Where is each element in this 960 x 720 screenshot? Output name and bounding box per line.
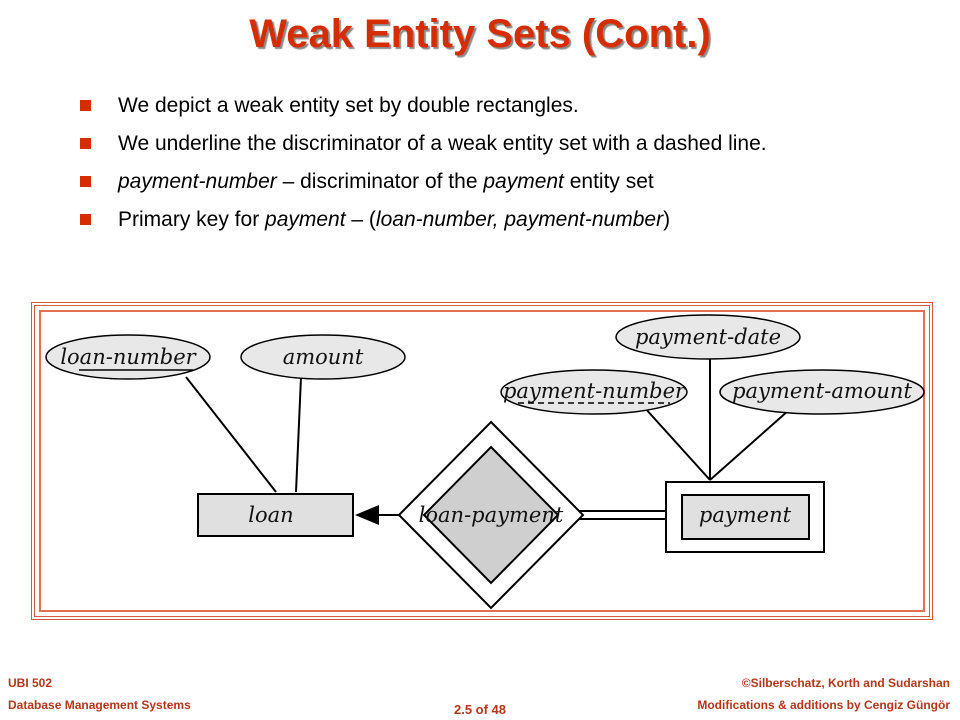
bullet-item: payment-number – discriminator of the pa…: [80, 168, 880, 196]
bullet-text: payment-number – discriminator of the pa…: [118, 170, 654, 193]
bullet-text: We underline the discriminator of a weak…: [118, 132, 767, 155]
text-run: We depict a weak entity set by double re…: [118, 94, 579, 117]
attribute-payment-date-label: payment-date: [635, 325, 781, 349]
edge-payment-number-payment: [643, 406, 711, 481]
edge-amount-loan: [295, 376, 302, 493]
footer-modifications: Modifications & additions by Cengiz Güng…: [697, 698, 950, 712]
bullet-square-icon: [80, 214, 91, 225]
bullet-list: We depict a weak entity set by double re…: [80, 92, 880, 244]
text-run: – discriminator of the: [276, 170, 484, 193]
attribute-amount-ellipse: [240, 334, 406, 380]
edge-payment-amount-payment: [709, 409, 790, 481]
italic-term: payment-number: [118, 170, 277, 193]
attribute-payment-number-label: payment-number: [503, 379, 687, 403]
footer-copyright: ©Silberschatz, Korth and Sudarshan: [741, 676, 950, 690]
text-run: – (: [345, 208, 376, 231]
attribute-payment-amount-ellipse: [719, 369, 925, 415]
bullet-square-icon: [80, 100, 91, 111]
footer-course-code: UBI 502: [8, 676, 53, 690]
italic-term: payment: [483, 170, 564, 193]
attribute-payment-amount-label: payment-amount: [732, 379, 912, 403]
bullet-item: We underline the discriminator of a weak…: [80, 130, 880, 158]
italic-term: loan-number, payment-number: [375, 208, 664, 231]
attribute-amount-label: amount: [283, 345, 364, 369]
attribute-loan-number-ellipse: [45, 334, 211, 380]
text-run: entity set: [563, 170, 654, 193]
slide-title: Weak Entity Sets (Cont.): [249, 12, 711, 56]
entity-payment-label: payment: [699, 503, 792, 527]
er-diagram: loan-number amount payment-date payment-…: [45, 314, 925, 610]
page-number: 2.5 of 48: [453, 702, 507, 717]
bullet-item: Primary key for payment – (loan-number, …: [80, 206, 880, 234]
bullet-item: We depict a weak entity set by double re…: [80, 92, 880, 120]
bullet-text: We depict a weak entity set by double re…: [118, 94, 579, 117]
bullet-square-icon: [80, 176, 91, 187]
diagram-frame-inner: [39, 310, 925, 612]
relationship-inner-diamond: [422, 445, 560, 585]
text-run: Primary key for: [118, 208, 266, 231]
italic-term: payment: [265, 208, 346, 231]
bullet-square-icon: [80, 138, 91, 149]
entity-loan-label: loan: [248, 503, 293, 527]
attribute-payment-date-ellipse: [615, 314, 801, 360]
entity-loan: [197, 493, 354, 537]
text-run: We underline the discriminator of a weak…: [118, 132, 767, 155]
footer-course-name: Database Management Systems: [8, 698, 191, 712]
text-run: ): [663, 208, 671, 231]
entity-payment-inner: [681, 494, 810, 540]
relationship-label: loan-payment: [419, 503, 564, 527]
bullet-text: Primary key for payment – (loan-number, …: [118, 208, 670, 231]
edge-loan-number-loan: [185, 376, 277, 493]
attribute-loan-number-label: loan-number: [60, 345, 197, 369]
